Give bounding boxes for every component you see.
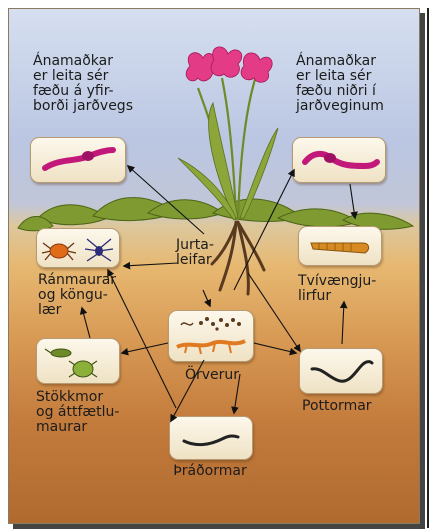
label-deep-earthworms: Ánamaðkar er leita sér fæðu niðri í jarð… [296, 54, 416, 114]
arrow-deep-worms-to-larvae [350, 184, 355, 218]
label-springtails: Stökkmor og áttfætlu- maurar [36, 390, 119, 435]
arrow-threadworms-to-predators [108, 270, 176, 408]
arrow-remains-to-deep-worms [234, 170, 294, 290]
arrow-microbes-to-nematodes [254, 343, 296, 353]
arrow-remains-to-microbes [203, 290, 210, 306]
arrow-remains-to-nematodes [248, 273, 300, 351]
arrow-remains-to-predators [124, 263, 178, 266]
arrow-remains-to-surface-worms [128, 166, 204, 234]
page-edge-line [427, 8, 429, 528]
label-threadworms: Þráðormar [164, 464, 256, 479]
arrow-nematodes-to-larvae [342, 302, 344, 344]
label-predators: Ránmaurar og köngu- lær [38, 273, 116, 318]
food-web-diagram: Ánamaðkar er leita sér fæðu á yfir- borð… [8, 8, 420, 524]
label-fly-larvae: Tvívængju- lirfur [298, 274, 376, 304]
label-microbes: Örverur [185, 368, 239, 383]
label-surface-earthworms: Ánamaðkar er leita sér fæðu á yfir- borð… [33, 54, 153, 114]
label-nematodes: Pottormar [302, 399, 372, 414]
label-plant-remains: Jurta- leifar [176, 238, 214, 268]
